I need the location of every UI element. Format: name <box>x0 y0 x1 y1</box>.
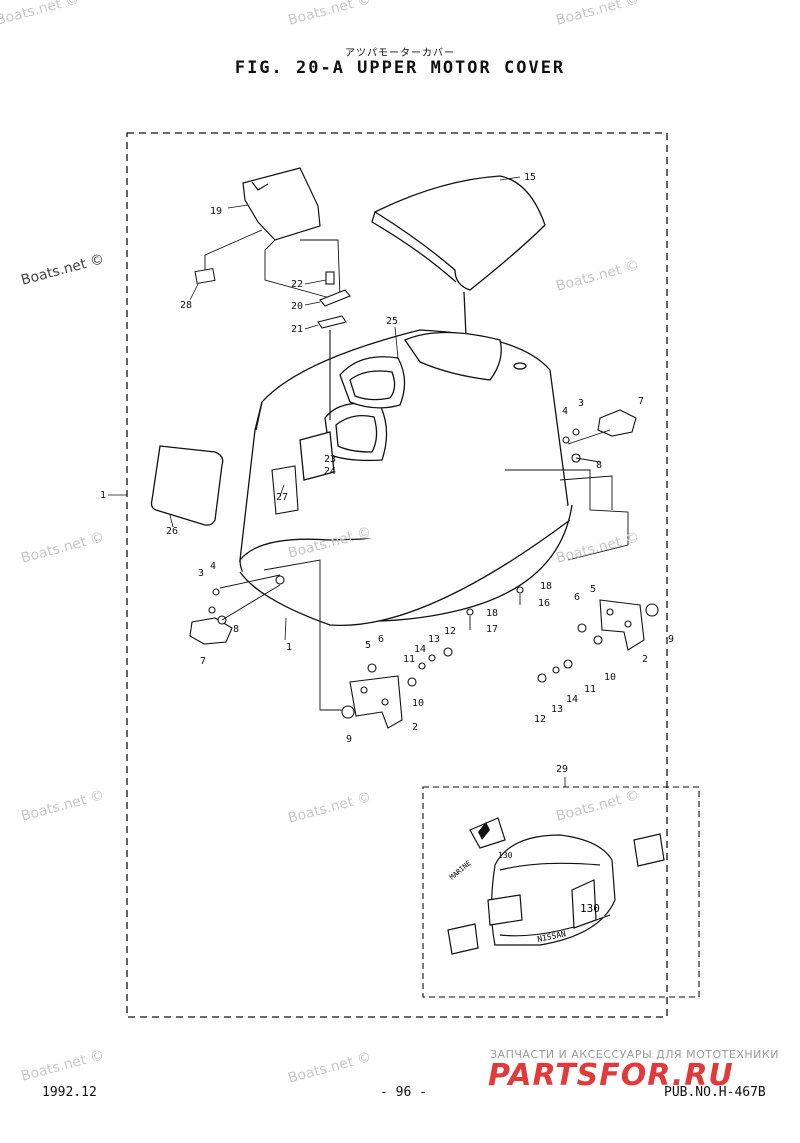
callout-15: 15 <box>524 172 536 183</box>
callout-2: 2 <box>412 722 418 733</box>
callout-5b: 5 <box>590 584 596 595</box>
callout-10b: 10 <box>604 672 616 683</box>
page-title: FIG. 20-A UPPER MOTOR COVER <box>234 58 566 78</box>
callout-13: 13 <box>428 634 440 645</box>
callout-14b: 14 <box>566 694 578 705</box>
callout-2b: 2 <box>642 654 648 665</box>
footer-date: 1992.12 <box>42 1085 97 1100</box>
title-japanese: アツパモーターカバー <box>345 48 455 59</box>
footer-pub: PUB.NO.H-467B <box>664 1085 766 1100</box>
callout-26: 26 <box>166 526 178 537</box>
callout-20: 20 <box>291 301 303 312</box>
callout-8b: 8 <box>596 460 602 471</box>
part-2-bracket-left <box>341 647 453 729</box>
callout-25: 25 <box>386 316 398 327</box>
callout-7b: 7 <box>638 396 644 407</box>
callout-24: 24 <box>324 466 336 477</box>
callout-17: 17 <box>486 624 498 635</box>
part-20-22-latch <box>317 271 351 420</box>
inset-decal-text: MARINE <box>448 859 473 881</box>
part-27-panel <box>271 465 299 515</box>
callout-7: 7 <box>200 656 206 667</box>
inset-29-cover <box>447 817 665 955</box>
callout-6b: 6 <box>574 592 580 603</box>
callout-28: 28 <box>180 300 192 311</box>
callout-5: 5 <box>365 640 371 651</box>
part-1-upper-cowl <box>239 329 573 627</box>
callout-1: 1 <box>100 490 106 501</box>
callout-29: 29 <box>556 764 568 775</box>
footer-page: - 96 - <box>380 1085 427 1100</box>
inset-model-badge: 130 <box>580 902 600 915</box>
callout-18: 18 <box>540 581 552 592</box>
callout-18b: 18 <box>486 608 498 619</box>
callout-27: 27 <box>276 492 288 503</box>
brand-logo: PARTSFOR.RU <box>488 1058 734 1093</box>
callout-16: 16 <box>538 598 550 609</box>
part-26-plate <box>150 445 224 526</box>
callout-19: 19 <box>210 206 222 217</box>
callout-22: 22 <box>291 279 303 290</box>
callout-4: 4 <box>210 561 216 572</box>
callout-4b: 4 <box>562 406 568 417</box>
part-7-right-latch <box>562 409 637 463</box>
callout-10: 10 <box>412 698 424 709</box>
diagram-frame <box>126 132 668 1018</box>
callout-9b: 9 <box>668 634 674 645</box>
callout-11b: 11 <box>584 684 596 695</box>
brand-subtitle: ЗАПЧАСТИ И АКСЕССУАРЫ ДЛЯ МОТОТЕХНИКИ <box>490 1048 779 1061</box>
callout-11: 11 <box>403 654 415 665</box>
callout-3: 3 <box>198 568 204 579</box>
callout-8: 8 <box>233 624 239 635</box>
part-19-shield <box>242 167 321 241</box>
callout-1b: 1 <box>286 642 292 653</box>
callout-23: 23 <box>324 454 336 465</box>
callout-9: 9 <box>346 734 352 745</box>
part-15-top-cap <box>371 175 546 381</box>
part-28-label <box>194 267 216 285</box>
callout-12b: 12 <box>534 714 546 725</box>
callout-3b: 3 <box>578 398 584 409</box>
callout-14: 14 <box>414 644 426 655</box>
callout-21: 21 <box>291 324 303 335</box>
inset-decal-number: 130 <box>498 851 513 860</box>
part-2-bracket-right <box>466 586 659 683</box>
inset-frame <box>422 786 700 998</box>
callout-12: 12 <box>444 626 456 637</box>
callout-6: 6 <box>378 634 384 645</box>
part-7-left-latch <box>189 575 285 645</box>
callout-13b: 13 <box>551 704 563 715</box>
